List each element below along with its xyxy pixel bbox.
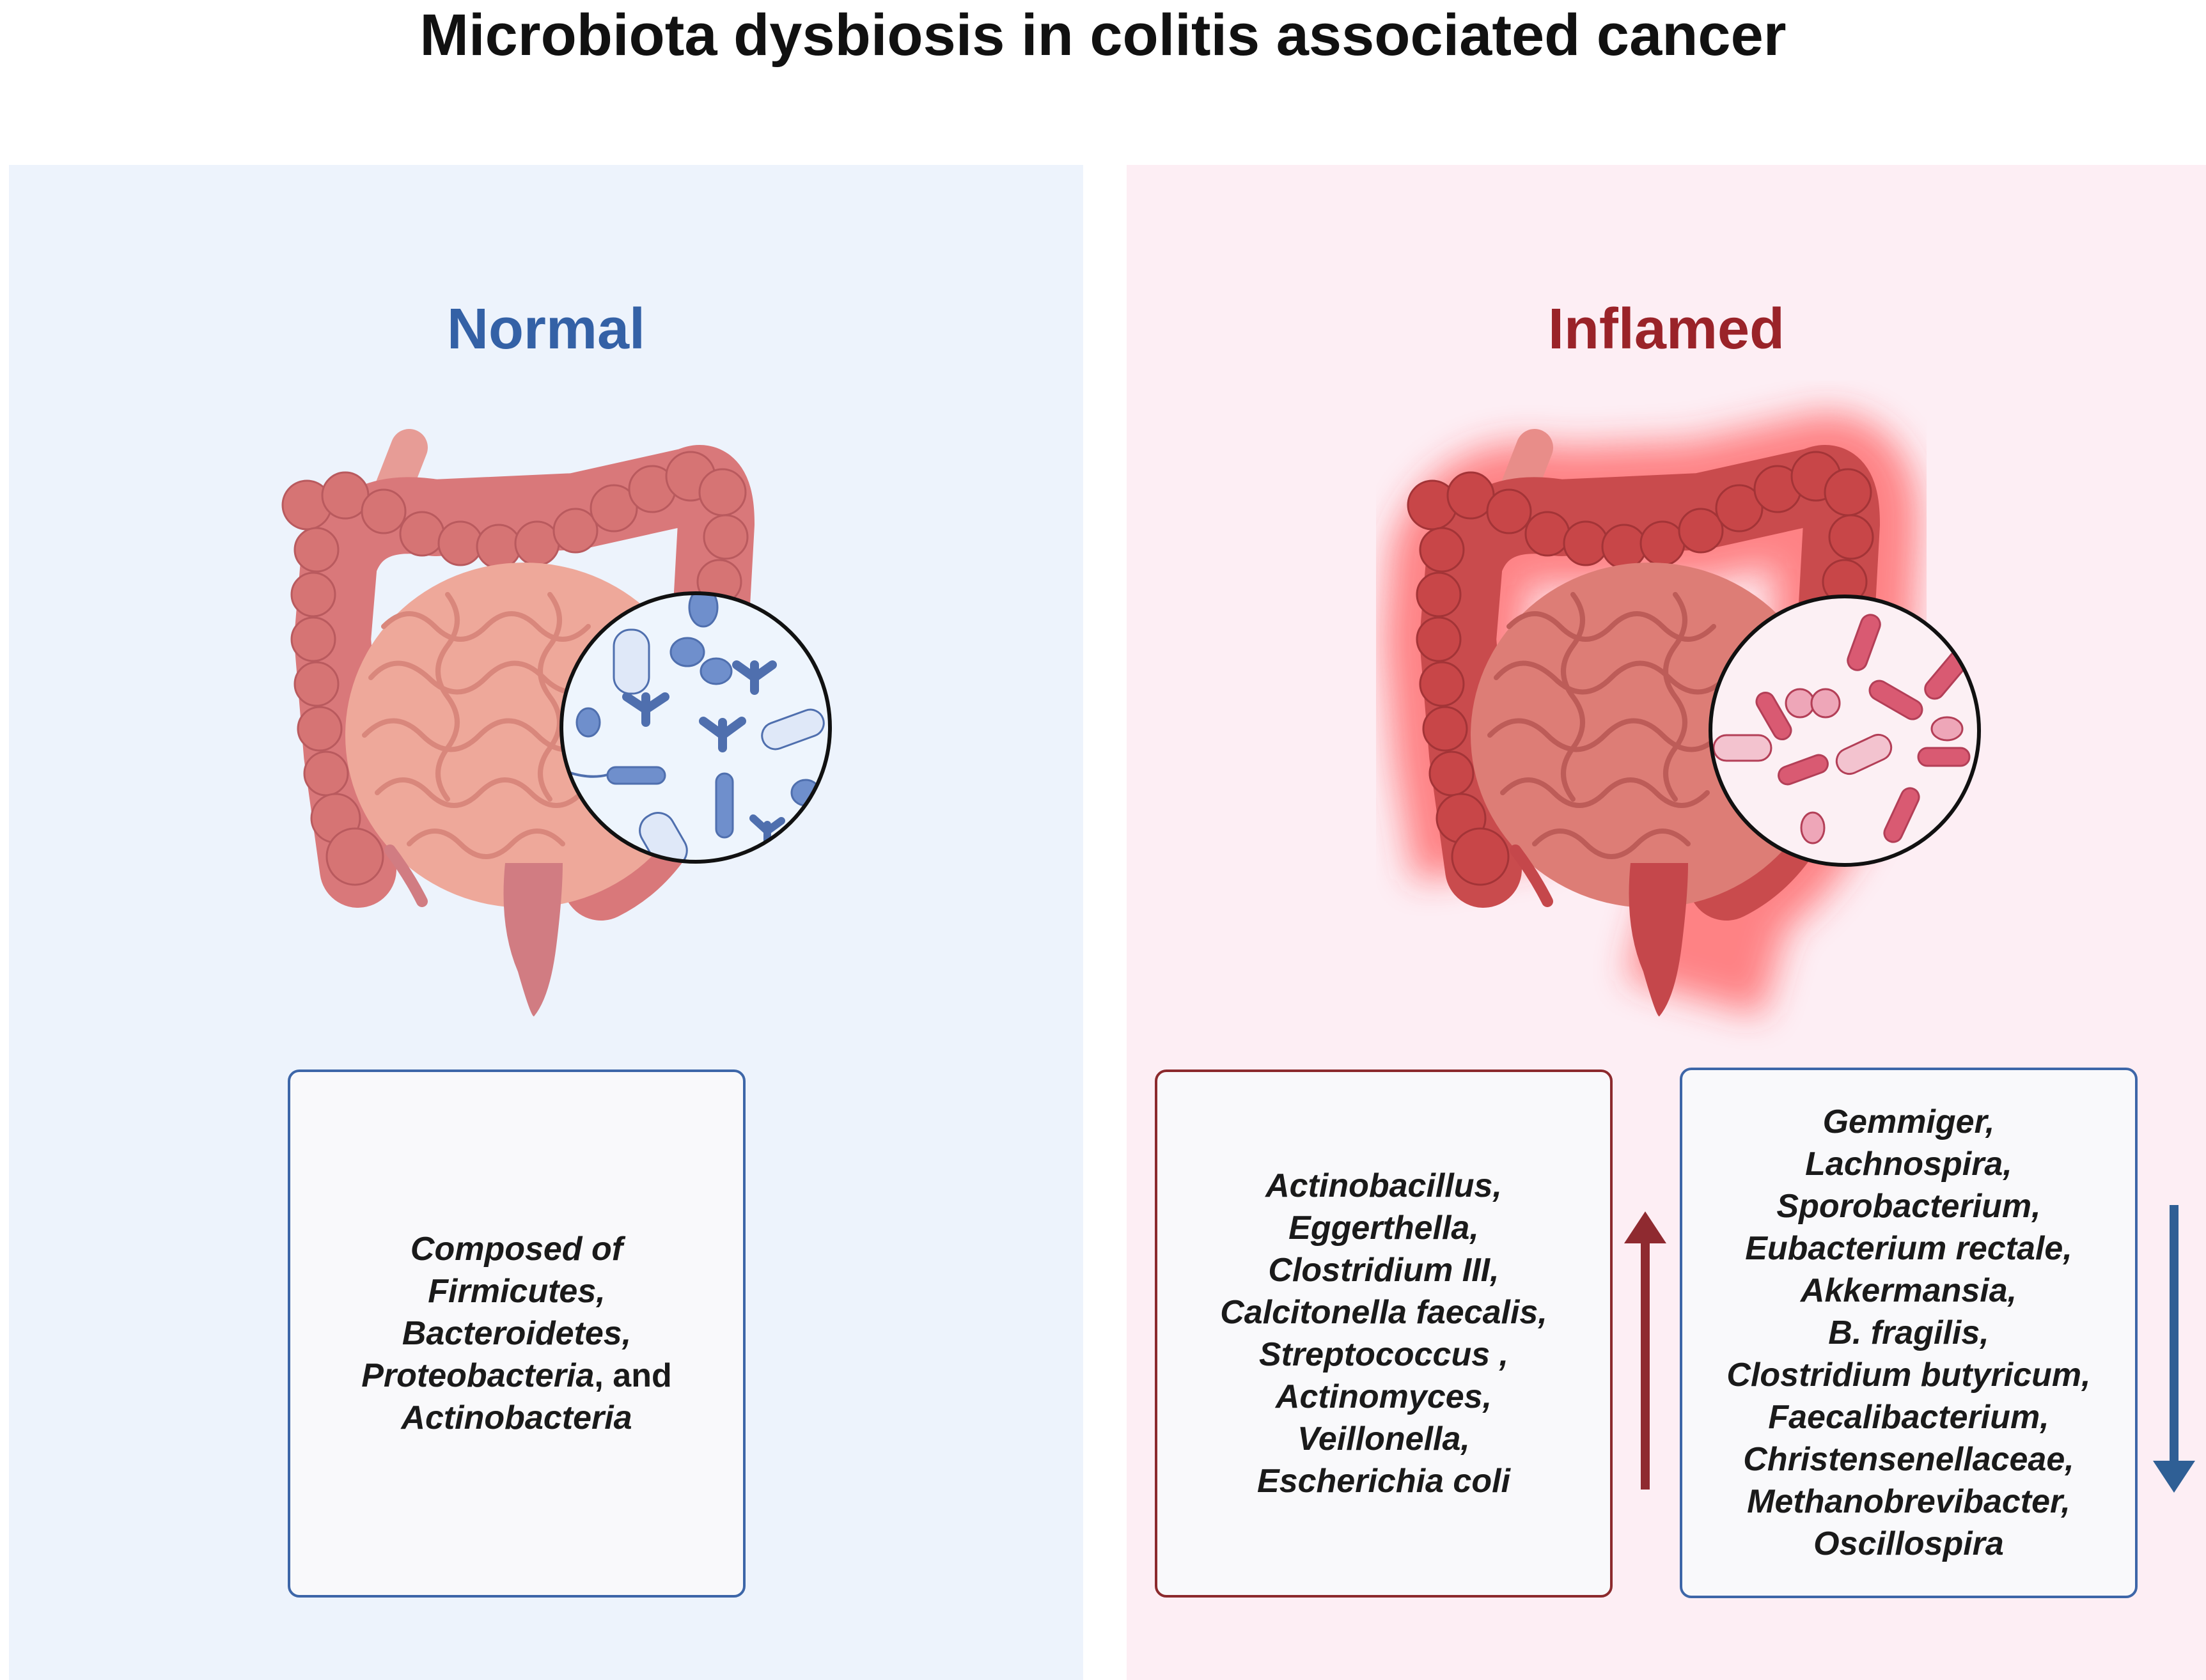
normal-line: Bacteroidetes, xyxy=(402,1315,632,1352)
arrow-up-icon xyxy=(1624,1211,1666,1489)
decreased-taxon: Methanobrevibacter, xyxy=(1747,1483,2070,1520)
increased-taxon: Calcitonella faecalis, xyxy=(1220,1294,1547,1331)
decreased-taxon: Gemmiger, xyxy=(1822,1103,1995,1140)
increased-taxon: Veillonella, xyxy=(1297,1420,1470,1458)
magnifier-bacteria-icon xyxy=(559,591,832,864)
increased-taxon: Eggerthella, xyxy=(1288,1209,1479,1247)
increased-taxon: Actinomyces, xyxy=(1275,1378,1492,1415)
decreased-taxon: B. fragilis, xyxy=(1828,1314,1989,1351)
inflamed-magnifier-bacteria-icon xyxy=(1709,595,1981,867)
normal-phylum: Proteobacteria xyxy=(361,1357,595,1394)
decreased-taxon: Sporobacterium, xyxy=(1776,1188,2041,1225)
normal-and: and xyxy=(613,1357,672,1394)
increased-taxa-box: Actinobacillus, Eggerthella, Clostridium… xyxy=(1155,1069,1613,1598)
decreased-taxon: Eubacterium rectale, xyxy=(1745,1230,2072,1267)
figure-title: Microbiota dysbiosis in colitis associat… xyxy=(419,3,1787,68)
decreased-taxon: Christensenellaceae, xyxy=(1743,1441,2074,1478)
decreased-taxon: Akkermansia, xyxy=(1800,1272,2017,1309)
arrow-down-icon xyxy=(2153,1205,2195,1493)
decreased-taxon: Faecalibacterium, xyxy=(1768,1399,2049,1436)
normal-line: Firmicutes, xyxy=(428,1273,606,1310)
increased-taxon: Actinobacillus, xyxy=(1265,1167,1502,1204)
decreased-taxon: Oscillospira xyxy=(1813,1525,2004,1562)
increased-taxon: Streptococcus , xyxy=(1258,1336,1509,1373)
decreased-taxon: Clostridium butyricum, xyxy=(1726,1357,2091,1394)
decreased-taxon: Lachnospira, xyxy=(1805,1146,2012,1183)
decreased-taxa-box: Gemmiger, Lachnospira, Sporobacterium, E… xyxy=(1680,1068,2138,1598)
increased-taxon: Escherichia coli xyxy=(1257,1463,1510,1500)
inflamed-heading: Inflamed xyxy=(1547,297,1785,361)
increased-taxon: Clostridium III, xyxy=(1268,1252,1499,1289)
normal-line: Actinobacteria xyxy=(401,1399,632,1436)
normal-line: Proteobacteria, and xyxy=(361,1357,672,1394)
normal-composition-box: Composed of Firmicutes, Bacteroidetes, P… xyxy=(288,1069,746,1598)
normal-heading: Normal xyxy=(446,297,646,361)
normal-line: Composed of xyxy=(410,1231,623,1268)
